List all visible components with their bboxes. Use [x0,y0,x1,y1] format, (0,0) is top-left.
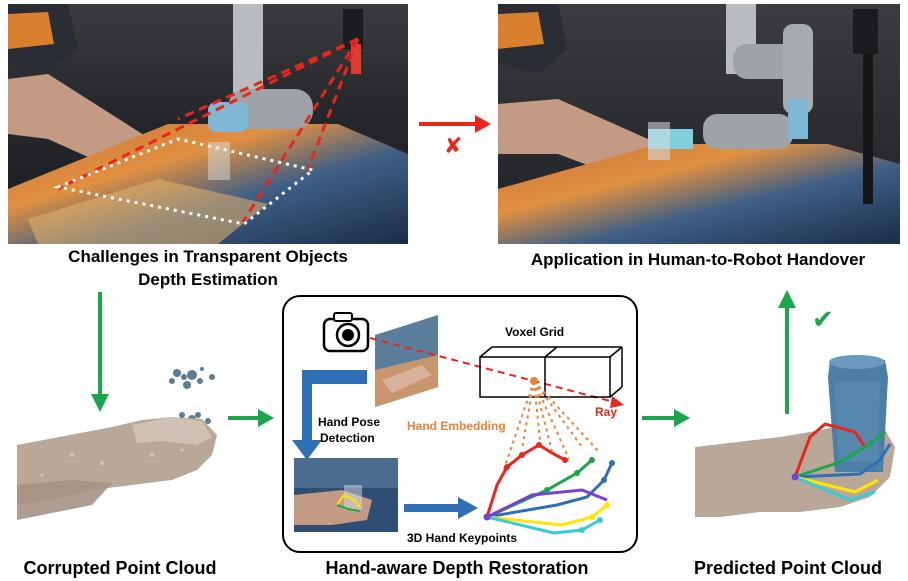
success-mark: ✔ [812,305,834,335]
photo-handover [498,4,900,244]
voxel-grid [479,346,623,398]
label-hand-pose-line1: Hand Pose [318,415,381,429]
hand-skeleton [485,443,614,535]
label-hand-embedding: Hand Embedding [407,419,506,433]
caption-predicted: Predicted Point Cloud [693,558,882,578]
caption-application: Application in Human-to-Robot Handover [530,250,866,269]
hand-image [294,458,398,532]
caption-challenges-line2: Depth Estimation [138,270,278,289]
corrupted-point-cloud [12,355,227,545]
down-arrow [91,292,109,412]
caption-hand-aware: Hand-aware Depth Restoration [325,558,589,578]
arrow-from-box [642,409,690,427]
photo-challenges [8,4,408,244]
label-hand-pose-line2: Detection [320,431,375,445]
fail-arrow [419,115,491,133]
predicted-point-cloud [690,352,904,544]
label-voxel-grid: Voxel Grid [505,325,565,339]
label-ray: Ray [595,405,618,419]
up-arrow [778,290,796,414]
fail-mark: ✘ [444,134,463,159]
caption-challenges-line1: Challenges in Transparent Objects [68,247,348,266]
image-plane [375,315,438,407]
arrow-to-box [228,409,274,427]
label-keypoints: 3D Hand Keypoints [407,531,518,545]
camera-icon [322,312,370,353]
caption-corrupted: Corrupted Point Cloud [23,558,217,578]
hand-aware-diagram [292,312,624,535]
